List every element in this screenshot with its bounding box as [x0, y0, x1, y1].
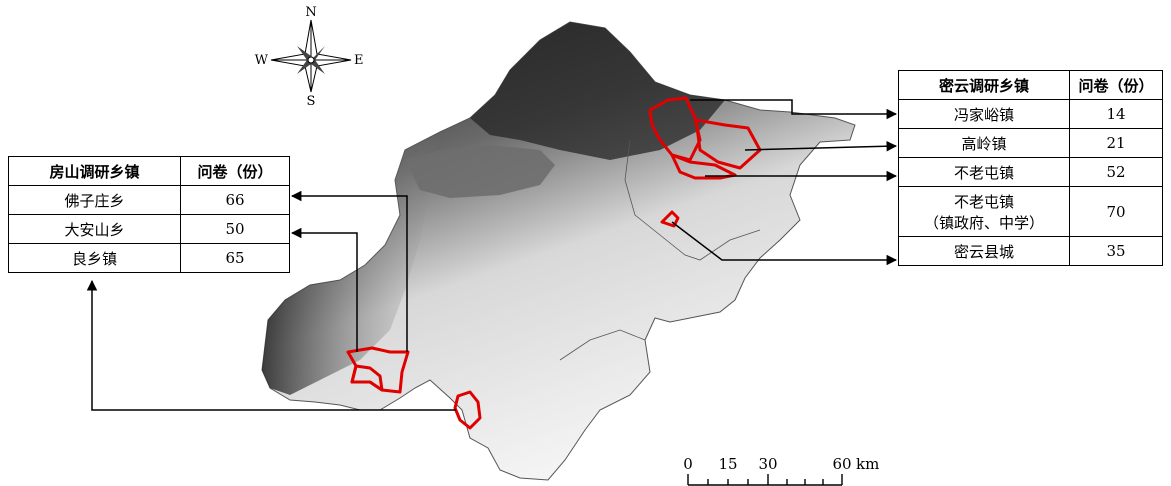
- table-row: 佛子庄乡 66: [8, 185, 290, 215]
- northern-mountains: [470, 22, 725, 160]
- leader-miyun-town: [671, 221, 898, 266]
- miyun-count-fengjiayu: 14: [1069, 99, 1163, 129]
- table-row: 良乡镇 65: [8, 243, 290, 273]
- miyun-header-count: 问卷（份）: [1069, 70, 1163, 100]
- compass-north: N: [305, 5, 316, 20]
- beijing-map: [86, 21, 898, 481]
- miyun-town-bulaotun-gov: 不老屯镇 （镇政府、中学）: [898, 186, 1070, 237]
- leader-gaoling: [744, 141, 898, 152]
- miyun-count-bulaotun: 52: [1069, 157, 1163, 187]
- miyun-count-county-seat: 35: [1069, 236, 1163, 266]
- fangshan-count-fozizhuang: 66: [180, 185, 290, 215]
- fangshan-survey-table: 房山调研乡镇 问卷（份） 佛子庄乡 66 大安山乡 50 良乡镇 65: [8, 156, 290, 273]
- fangshan-header-town: 房山调研乡镇: [8, 156, 181, 186]
- miyun-leaders: [671, 99, 898, 266]
- table-row: 密云县城 35: [898, 236, 1163, 266]
- scale-tick-0: 0: [683, 455, 693, 473]
- table-row: 不老屯镇 52: [898, 157, 1163, 187]
- district-boundary: [559, 139, 761, 361]
- table-row: 不老屯镇 （镇政府、中学） 70: [898, 186, 1163, 237]
- fangshan-town-daanshan: 大安山乡: [8, 214, 181, 244]
- scale-bar: 0 15 30 60 km: [683, 455, 879, 486]
- miyun-header-town: 密云调研乡镇: [898, 70, 1070, 100]
- area-daanshan: [350, 364, 384, 392]
- fangshan-town-liangxiang: 良乡镇: [8, 243, 181, 273]
- miyun-count-gaoling: 21: [1069, 128, 1163, 158]
- miyun-town-fengjiayu: 冯家峪镇: [898, 99, 1070, 129]
- miyun-town-gaoling: 高岭镇: [898, 128, 1070, 158]
- leader-fozizhuang: [290, 190, 408, 352]
- miyun-header-row: 密云调研乡镇 问卷（份）: [898, 70, 1163, 100]
- fangshan-count-liangxiang: 65: [180, 243, 290, 273]
- leader-liangxiang: [86, 279, 456, 411]
- fangshan-count-daanshan: 50: [180, 214, 290, 244]
- compass-east: E: [354, 53, 364, 68]
- table-row: 冯家峪镇 14: [898, 99, 1163, 129]
- area-fengjiayu: [648, 96, 702, 162]
- table-row: 大安山乡 50: [8, 214, 290, 244]
- table-row: 高岭镇 21: [898, 128, 1163, 158]
- miyun-town-county-seat: 密云县城: [898, 236, 1070, 266]
- fangshan-town-fozizhuang: 佛子庄乡: [8, 185, 181, 215]
- western-mountains: [262, 132, 440, 395]
- miyun-town-bulaotun-gov-name: 不老屯镇: [953, 192, 1014, 211]
- leader-daanshan: [290, 227, 358, 352]
- scale-tick-30: 30: [758, 455, 777, 473]
- area-miyun-town: [660, 210, 680, 228]
- miyun-survey-table: 密云调研乡镇 问卷（份） 冯家峪镇 14 高岭镇 21 不老屯镇 52 不老屯镇…: [898, 70, 1163, 266]
- compass-south: S: [307, 94, 316, 109]
- yanqing-basin: [405, 145, 555, 198]
- compass-center: [307, 56, 315, 64]
- miyun-count-bulaotun-gov: 70: [1069, 186, 1163, 237]
- compass-star-dark: [271, 20, 351, 92]
- miyun-town-bulaotun: 不老屯镇: [898, 157, 1070, 187]
- fangshan-leaders: [86, 190, 456, 411]
- leader-fengjiayu: [690, 99, 898, 120]
- scale-bar-line: [687, 474, 843, 486]
- scale-tick-15: 15: [718, 455, 737, 473]
- scale-tick-60: 60: [832, 455, 851, 473]
- scale-unit: km: [856, 455, 879, 473]
- area-gaoling: [694, 118, 762, 170]
- fangshan-header-count: 问卷（份）: [180, 156, 290, 186]
- compass-west: W: [255, 53, 269, 68]
- compass-rose: N S E W: [255, 5, 364, 109]
- miyun-town-bulaotun-gov-note: （镇政府、中学）: [923, 213, 1044, 232]
- fangshan-header-row: 房山调研乡镇 问卷（份）: [8, 156, 290, 186]
